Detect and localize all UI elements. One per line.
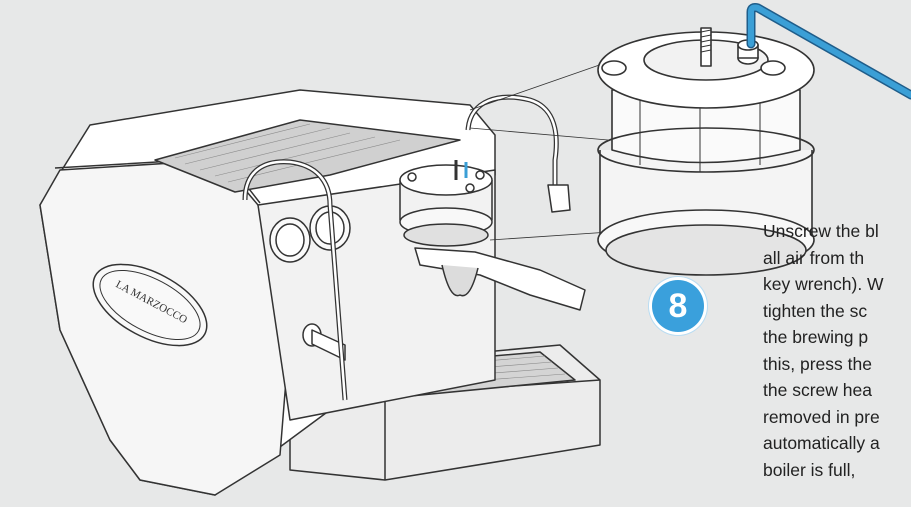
instruction-line: Unscrew the bl: [763, 221, 879, 241]
instruction-line: automatically a: [763, 433, 880, 453]
instruction-line: removed in pre: [763, 406, 880, 427]
instruction-line: tighten the sc: [763, 300, 868, 321]
instruction-line: all air from th: [763, 247, 865, 268]
instruction-line: the brewing p: [763, 327, 869, 347]
instruction-line: key wrench). W: [763, 274, 884, 294]
hex-key-wrench-icon: [746, 3, 911, 100]
instruction-line: boiler is full,: [763, 459, 856, 480]
instruction-line: this, press the: [763, 353, 872, 374]
instruction-text: Unscrew the bl all air from th key wrenc…: [763, 218, 911, 507]
instruction-line: the screw hea: [763, 380, 872, 400]
step-number-badge: 8: [652, 280, 704, 332]
step-number: 8: [668, 286, 688, 325]
